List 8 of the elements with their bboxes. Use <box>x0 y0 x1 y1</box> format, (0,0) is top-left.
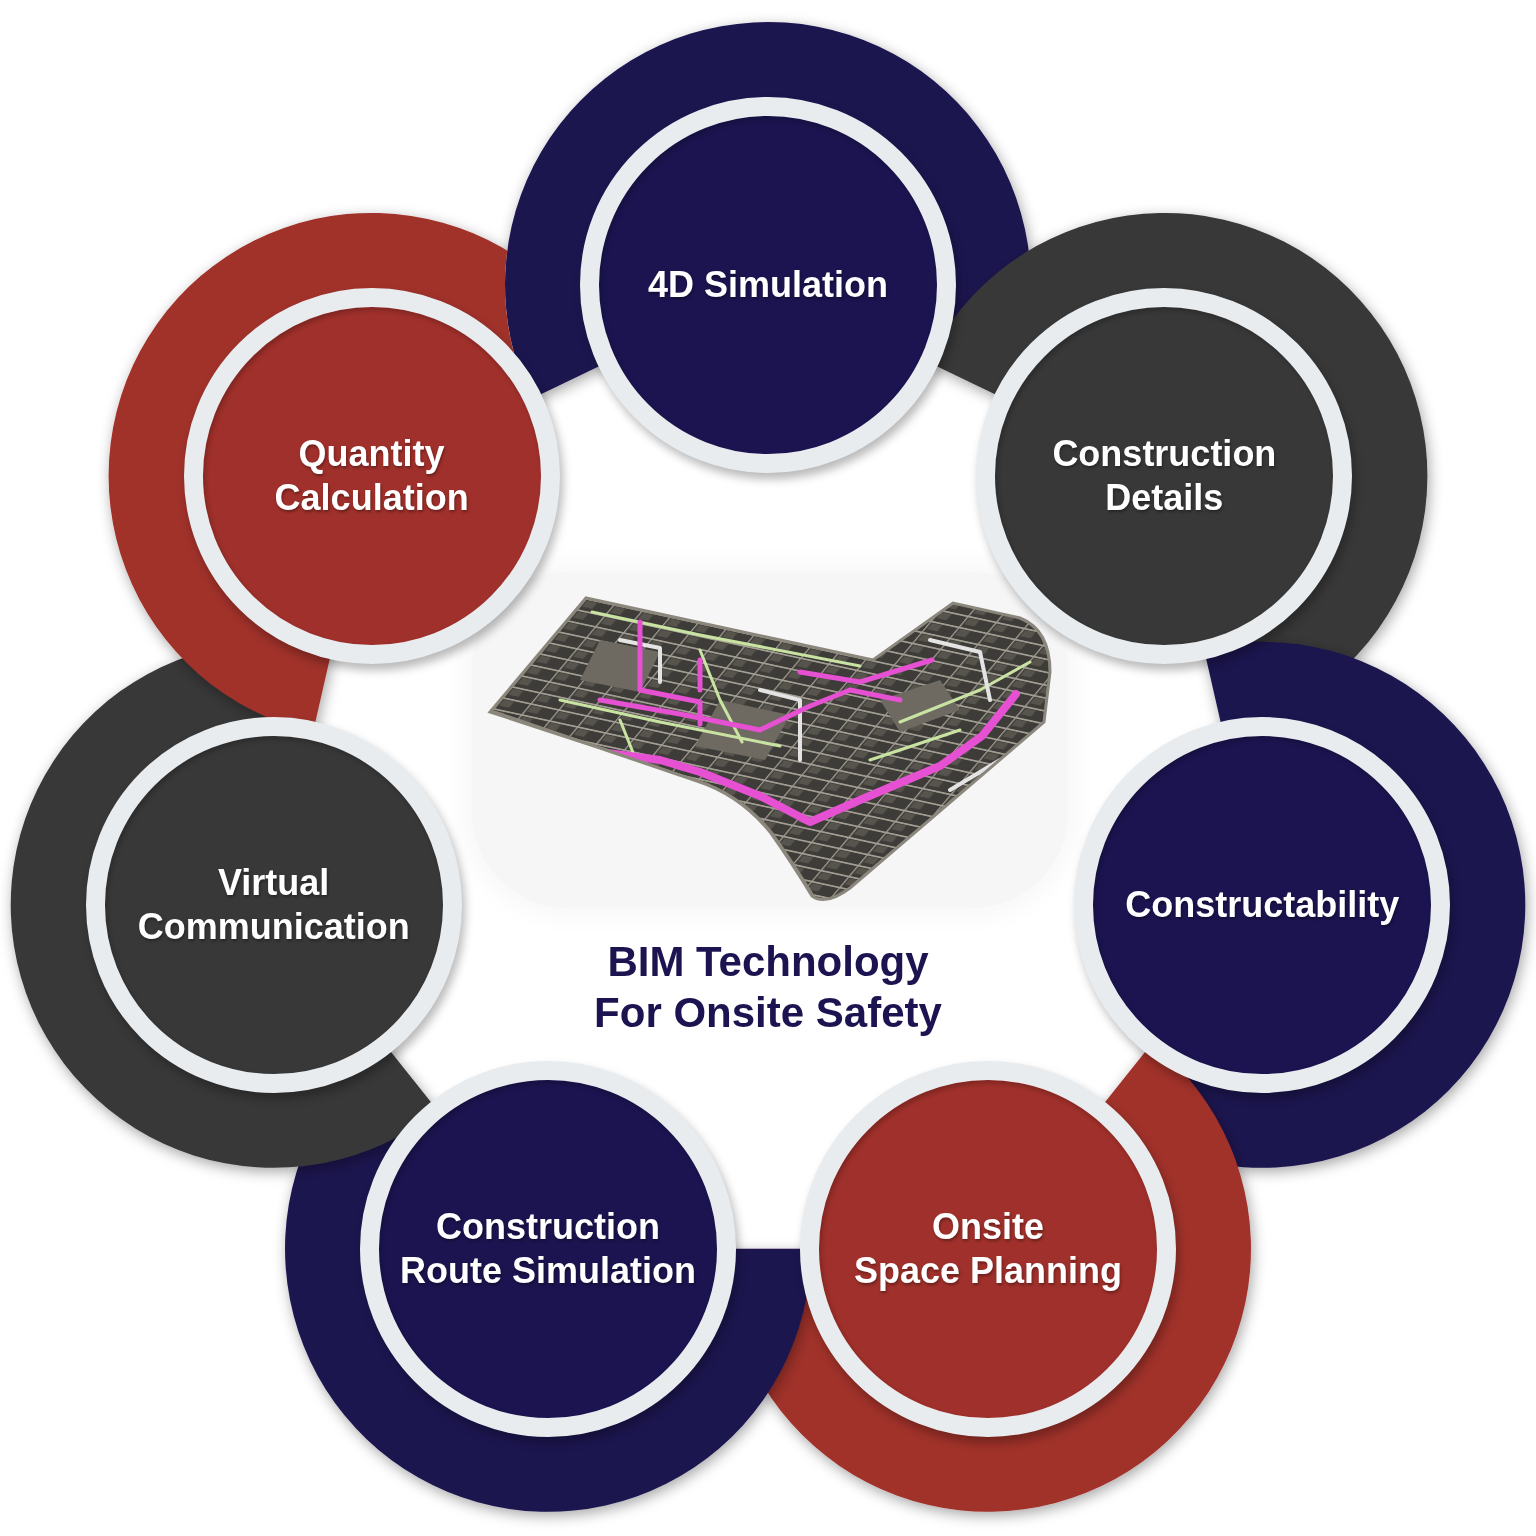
circle-label: Quantity Calculation <box>274 431 469 520</box>
circle-label: Construction Details <box>1052 431 1277 520</box>
circle-label: Constructability <box>1125 882 1400 927</box>
circle-label: 4D Simulation <box>648 263 888 307</box>
circle-label: Onsite Space Planning <box>853 1204 1122 1293</box>
circle-label: Virtual Communication <box>137 860 410 949</box>
circle-label: Construction Route Simulation <box>400 1204 696 1293</box>
diagram-title: BIM Technology For Onsite Safety <box>594 937 942 1038</box>
